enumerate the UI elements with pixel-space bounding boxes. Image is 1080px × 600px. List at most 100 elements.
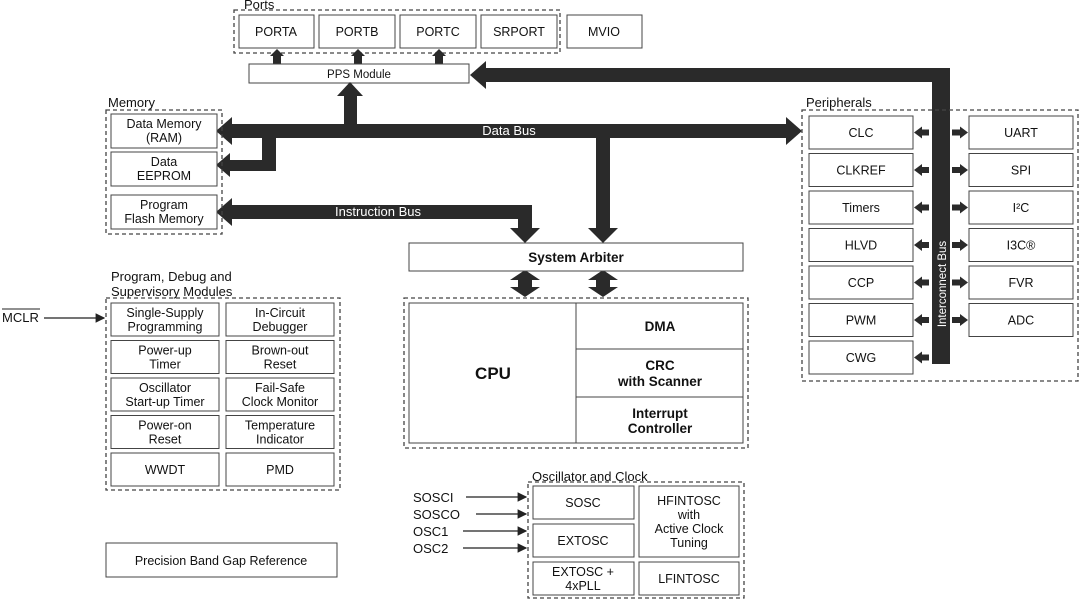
extosc-pll-box [532, 561, 635, 596]
module-label-power-up-timer-line2: Timer [149, 358, 180, 372]
peripheral-box-i3c [968, 228, 1074, 262]
peripheral-arrowhead-spi [960, 164, 968, 176]
module-label-pmd: PMD [266, 463, 294, 477]
module-label-power-on-reset-line1: Power-on [138, 419, 192, 433]
lfintosc-box [638, 561, 740, 596]
peripheral-box-cwg [808, 340, 914, 375]
sosc-label: SOSC [565, 496, 600, 510]
peripheral-arrowhead-fvr [960, 276, 968, 289]
extosc-box [532, 523, 635, 558]
module-box-fail-safe-clock-monitor [225, 377, 335, 412]
cpu-label: CPU [475, 364, 511, 383]
module-label-in-circuit-debugger-line1: In-Circuit [255, 306, 306, 320]
flash-memory-box [110, 194, 218, 230]
mvio-label: MVIO [588, 25, 620, 39]
crc-box [575, 348, 744, 398]
supervisory-group-label-line1: Program, Debug and [111, 269, 232, 284]
module-box-pmd [225, 452, 335, 487]
pps-module-box [248, 63, 470, 84]
peripheral-link-fvr [952, 279, 960, 286]
cpu-box [408, 302, 577, 444]
sosc-box [532, 485, 635, 520]
peripherals-group: Peripherals CLCCLKREFTimersHLVDCCPPWMCWG… [801, 95, 1079, 382]
mclr-label: MCLR [2, 310, 39, 325]
precision-band-gap-box [105, 542, 338, 578]
peripheral-label-cwg: CWG [846, 351, 877, 365]
port-box-porta [238, 14, 315, 49]
peripheral-arrowhead-ccp [914, 276, 922, 289]
module-label-single-supply-programming-line2: Programming [127, 320, 202, 334]
port-label-porta: PORTA [255, 25, 298, 39]
peripheral-link-clc [921, 129, 929, 136]
instruction-bus [228, 205, 532, 219]
module-label-temperature-indicator-line1: Temperature [245, 419, 315, 433]
pps-data-link [344, 92, 357, 125]
interrupt-label-line1: Interrupt [632, 406, 688, 421]
interconnect-bus [932, 68, 950, 364]
peripheral-label-i-c: I²C [1013, 201, 1030, 215]
peripheral-link-i3c [952, 242, 960, 248]
module-box-power-on-reset [110, 415, 220, 449]
module-box-temperature-indicator [225, 415, 335, 449]
module-box-single-supply-programming [110, 302, 220, 337]
peripheral-label-i3c: I3C® [1007, 239, 1036, 253]
mclr-pin: MCLR [2, 308, 106, 325]
peripheral-arrowhead-timers [914, 201, 922, 214]
peripheral-label-adc: ADC [1008, 314, 1034, 328]
ports-group-border [233, 9, 561, 54]
module-label-power-up-timer-line1: Power-up [138, 344, 192, 358]
data-memory-label-line2: (RAM) [146, 131, 182, 145]
peripheral-label-uart: UART [1004, 126, 1038, 140]
port-box-portc [399, 14, 477, 49]
peripheral-arrowhead-adc [960, 314, 968, 326]
peripheral-label-timers: Timers [842, 201, 880, 215]
port-label-portc: PORTC [416, 25, 460, 39]
peripheral-box-pwm [808, 303, 914, 337]
module-box-brown-out-reset [225, 340, 335, 374]
crc-label-line2: with Scanner [617, 374, 703, 389]
peripheral-link-ccp [921, 279, 929, 286]
data-bus-label: Data Bus [482, 123, 536, 138]
peripheral-link-i-c [952, 204, 960, 211]
crc-label-line1: CRC [645, 358, 674, 373]
peripheral-box-clc [808, 115, 914, 150]
peripheral-label-clkref: CLKREF [836, 164, 886, 178]
peripheral-link-pwm [921, 317, 929, 323]
lfintosc-label: LFINTOSC [658, 572, 720, 586]
module-label-fail-safe-clock-monitor-line1: Fail-Safe [255, 381, 305, 395]
port-box-portb [318, 14, 396, 49]
hfintosc-label-line3: Active Clock [655, 522, 725, 536]
hfintosc-label-line4: Tuning [670, 536, 708, 550]
peripheral-arrowhead-i-c [960, 201, 968, 214]
port-label-srport: SRPORT [493, 25, 545, 39]
peripheral-arrowhead-pwm [914, 314, 922, 326]
pin-label-osc1: OSC1 [413, 524, 448, 539]
supervisory-group: Program, Debug and Supervisory Modules S… [105, 269, 341, 491]
peripheral-label-hlvd: HLVD [845, 239, 877, 253]
peripheral-link-clkref [921, 167, 929, 173]
peripheral-arrowhead-uart [960, 126, 968, 139]
oscillator-group-border [527, 481, 745, 599]
peripheral-box-i-c [968, 190, 1074, 225]
peripheral-label-ccp: CCP [848, 276, 874, 290]
peripheral-label-spi: SPI [1011, 164, 1031, 178]
core-group: CPU DMA CRC with Scanner Interrupt Contr… [403, 297, 749, 449]
hfintosc-label-line1: HFINTOSC [657, 494, 721, 508]
module-box-in-circuit-debugger [225, 302, 335, 337]
interconnect-bus-label: Interconnect Bus [937, 241, 949, 328]
data-memory-box [110, 113, 218, 149]
memory-group-border [105, 109, 223, 235]
dma-box [575, 302, 744, 350]
system-arbiter-box [408, 242, 744, 272]
peripheral-box-spi [968, 153, 1074, 187]
peripheral-box-adc [968, 303, 1074, 337]
pin-label-osc2: OSC2 [413, 541, 448, 556]
peripheral-box-uart [968, 115, 1074, 150]
peripheral-box-fvr [968, 265, 1074, 300]
memory-group: Memory Data Memory (RAM) Data EEPROM Pro… [105, 95, 223, 235]
supervisory-group-border [105, 297, 341, 491]
extosc-label: EXTOSC [557, 534, 608, 548]
